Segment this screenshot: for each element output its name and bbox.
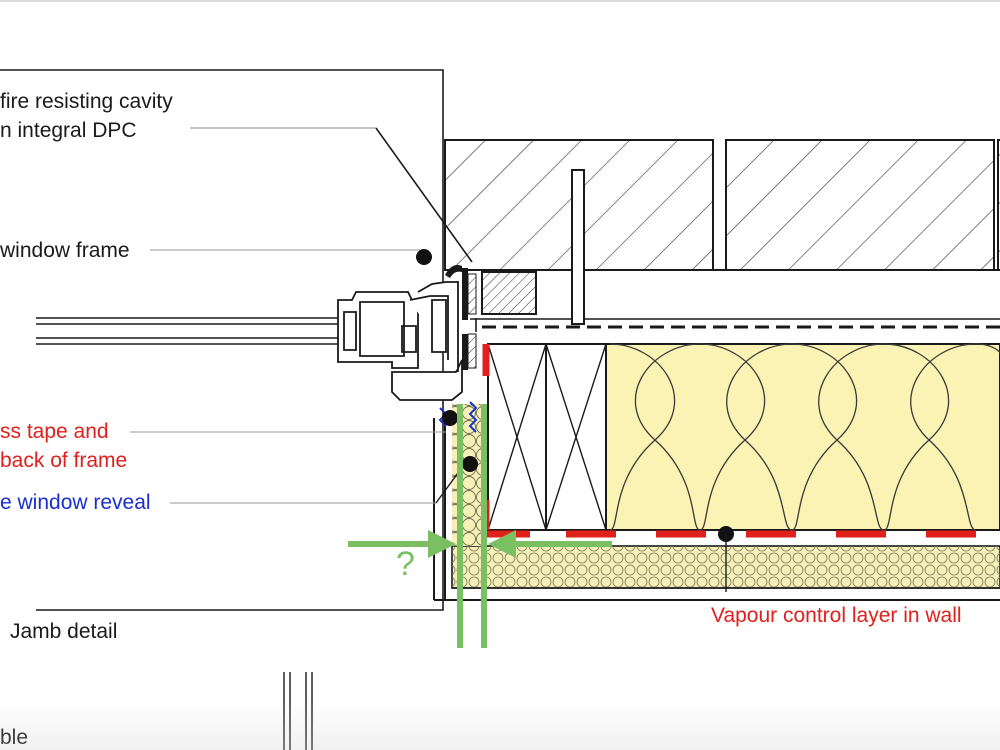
gap-dimension-arrows <box>348 404 612 648</box>
tape-dot <box>442 410 458 426</box>
window-frame-profile <box>337 281 463 401</box>
window-frame-label: window frame <box>0 239 130 262</box>
frame-seals <box>445 265 468 370</box>
cavity-barrier-label-1: fire resisting cavity <box>0 90 173 113</box>
window-frame-dot <box>416 249 432 265</box>
gap-question-mark: ? <box>396 545 415 583</box>
bottom-shade <box>0 700 1000 750</box>
reveal-dot <box>462 456 478 472</box>
timber-packer <box>481 271 537 315</box>
window-reveal-label: e window reveal <box>0 491 151 514</box>
outer-brick-leaf <box>444 139 1000 271</box>
cavity-tie <box>571 169 585 325</box>
inner-leaf-structure <box>433 418 1000 601</box>
insulation-batts <box>605 343 1000 531</box>
tape-label-1: ss tape and <box>0 420 109 443</box>
cavity-barrier-label-2: n integral DPC <box>0 119 137 142</box>
jamb-detail-title: Jamb detail <box>10 620 118 643</box>
tape-label-2: back of frame <box>0 449 128 472</box>
timber-studs <box>487 343 607 531</box>
lower-frame-lines <box>283 672 313 750</box>
glazing-unit <box>36 317 340 345</box>
vapour-control-label: Vapour control layer in wall <box>711 604 962 627</box>
bottom-fragment-label: ble <box>0 726 28 750</box>
